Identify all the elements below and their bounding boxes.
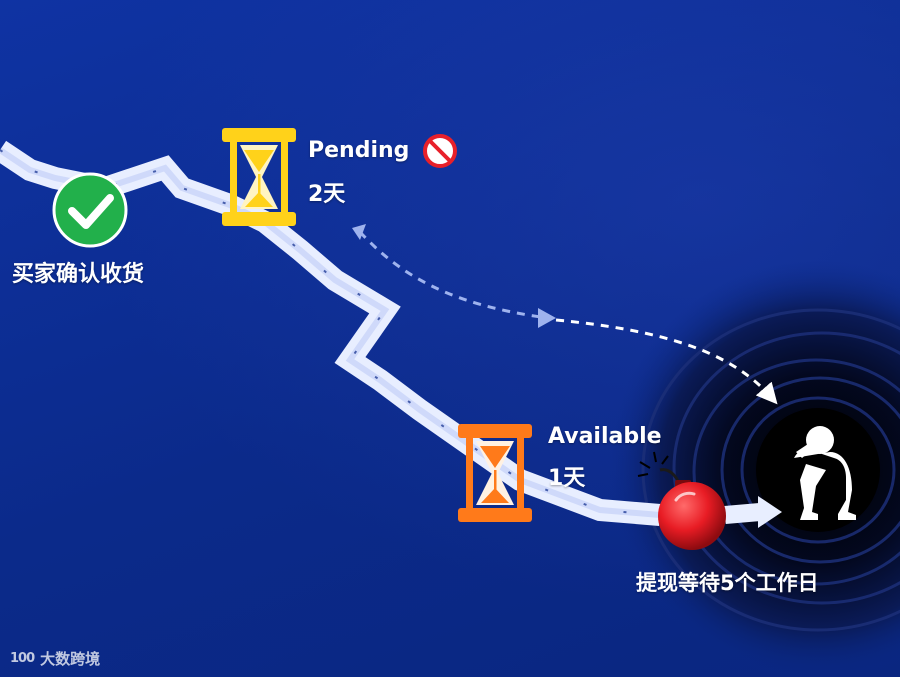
pending-label: Pending <box>308 138 410 163</box>
hourglass-icon <box>458 424 532 522</box>
check-circle-icon <box>52 172 128 248</box>
hourglass-icon <box>222 128 296 226</box>
buyer-confirm-label: 买家确认收货 <box>12 262 145 287</box>
withdraw-wait-label: 提现等待5个工作日 <box>636 571 819 595</box>
sad-person-icon <box>794 426 856 520</box>
watermark-brand: 大数跨境 <box>40 650 101 668</box>
no-entry-icon <box>423 134 457 168</box>
black-hole-icon <box>608 260 900 677</box>
watermark: 100 大数跨境 <box>10 648 100 669</box>
bomb-icon <box>637 451 726 550</box>
available-days-label: 1天 <box>548 466 586 491</box>
watermark-logo: 100 <box>10 651 35 666</box>
pending-days-label: 2天 <box>308 182 346 207</box>
dashed-path <box>352 224 778 405</box>
available-label: Available <box>548 424 662 449</box>
